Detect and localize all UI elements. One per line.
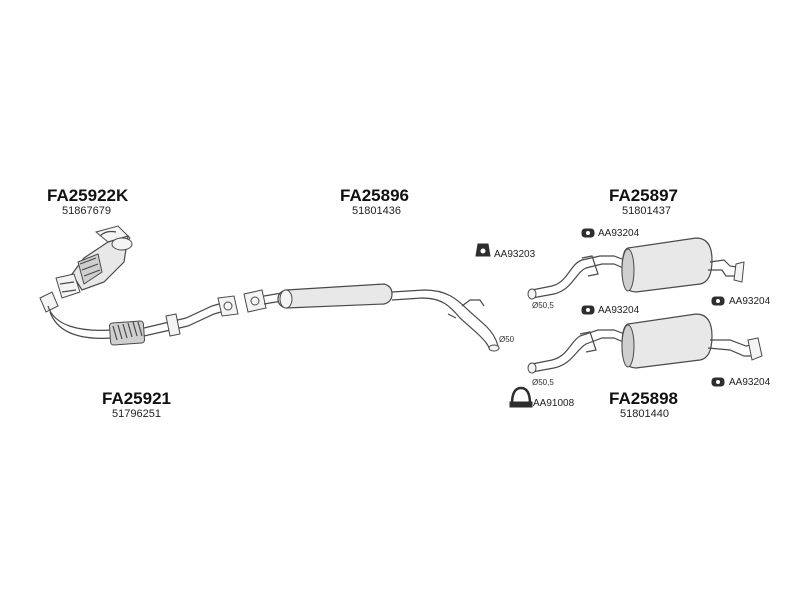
front-pipe [39, 291, 239, 346]
diameter-label-upper-tail: Ø50,5 [532, 301, 554, 310]
diameter-label-middle-pipe: Ø50 [499, 335, 515, 344]
oem-number-middle-pipe: 51801436 [352, 205, 401, 217]
hanger-icon-aa93204-2 [581, 305, 595, 315]
part-code-front-pipe: FA25921 [102, 389, 171, 408]
accessory-code-aa93204-4: AA93204 [729, 377, 771, 388]
hanger-icon-aa93203 [475, 243, 491, 257]
accessory-code-aa93204-3: AA93204 [729, 296, 771, 307]
rear-silencer-lower [527, 313, 763, 374]
clamp-icon-aa91008 [509, 386, 533, 408]
part-code-middle-pipe: FA25896 [340, 186, 409, 205]
accessory-code-aa93203: AA93203 [494, 249, 536, 260]
oem-number-rear-silencer-upper: 51801437 [622, 205, 671, 217]
oem-number-catalytic-converter: 51867679 [62, 205, 111, 217]
part-code-catalytic-converter: FA25922K [47, 186, 129, 205]
rear-silencer-upper [527, 237, 745, 300]
hanger-icon-aa93204-1 [581, 228, 595, 238]
hanger-icon-aa93204-3 [711, 296, 725, 306]
diameter-label-lower-tail: Ø50,5 [532, 378, 554, 387]
oem-number-rear-silencer-lower: 51801440 [620, 408, 669, 420]
accessory-code-aa91008: AA91008 [533, 398, 575, 409]
oem-number-front-pipe: 51796251 [112, 408, 161, 420]
hanger-icon-aa93204-4 [711, 377, 725, 387]
accessory-code-aa93204-2: AA93204 [598, 305, 640, 316]
part-code-rear-silencer-upper: FA25897 [609, 186, 678, 205]
middle-pipe [243, 283, 500, 352]
accessory-code-aa93204-1: AA93204 [598, 228, 640, 239]
catalytic-converter [55, 225, 133, 299]
part-code-rear-silencer-lower: FA25898 [609, 389, 678, 408]
